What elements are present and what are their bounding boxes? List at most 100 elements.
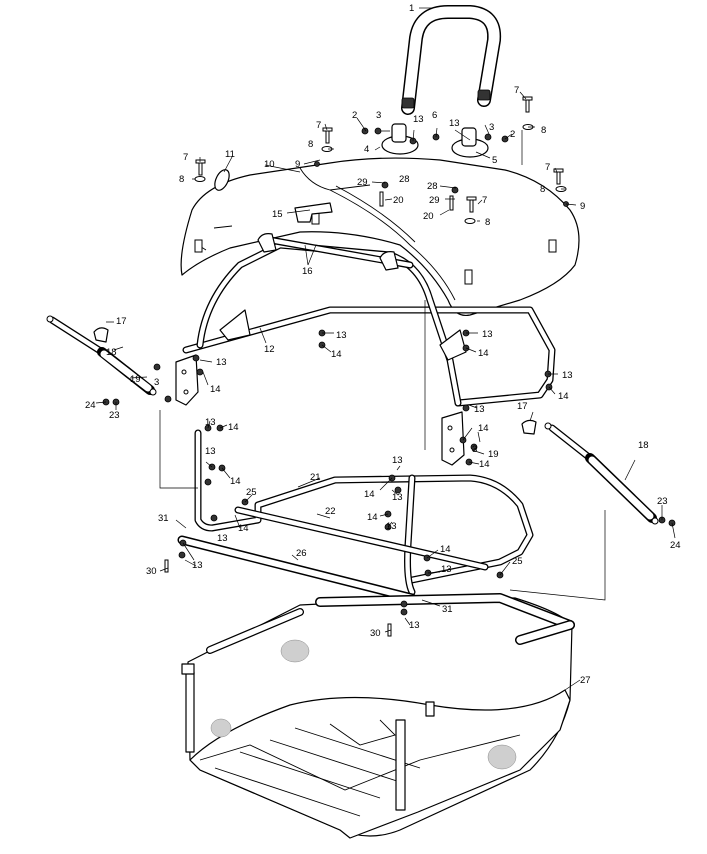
callout-13: 13 [482,329,493,340]
callout-8: 8 [308,139,313,150]
callout-13: 13 [336,330,347,341]
callout-13: 13 [409,620,420,631]
callout-13: 13 [205,446,216,457]
callout-3: 3 [376,110,381,121]
callout-11: 11 [225,149,235,160]
callout-13: 13 [392,455,403,466]
callout-13: 13 [386,521,397,532]
callout-14: 14 [440,544,451,555]
callout-13: 13 [392,492,403,503]
callout-25: 25 [512,556,523,567]
callout-14: 14 [478,348,489,359]
callout-22: 22 [325,506,336,517]
callout-7: 7 [514,85,519,96]
callout-24: 24 [85,400,96,411]
callout-14: 14 [479,459,490,470]
cover-part-10 [180,157,580,317]
callout-13: 13 [562,370,573,381]
callout-24: 24 [670,540,681,551]
callout-13: 13 [441,564,452,575]
callout-17: 17 [116,316,127,327]
callout-8: 8 [179,174,184,185]
callout-10: 10 [264,159,275,170]
cap-part-11 [214,169,230,191]
callout-13: 13 [217,533,228,544]
callout-14: 14 [478,423,489,434]
gas-strut-left-part-18 [46,315,157,396]
callout-19: 19 [130,374,141,385]
callout-2: 2 [352,110,357,121]
callout-28: 28 [427,181,438,192]
callout-30: 30 [370,628,381,639]
callout-14: 14 [331,349,342,360]
callout-3: 3 [154,377,159,388]
callout-23: 23 [109,410,120,421]
callout-3: 3 [489,122,494,133]
callout-7: 7 [316,120,321,131]
callout-21: 21 [310,472,321,483]
crossbar-part-22 [234,506,489,571]
callout-19: 19 [488,449,499,460]
callout-8: 8 [541,125,546,136]
callout-8: 8 [540,184,545,195]
callout-29: 29 [357,177,368,188]
leader-lines [95,7,676,691]
callout-17: 17 [517,401,528,412]
callout-7: 7 [482,195,487,206]
handle-part-1 [401,5,502,115]
hinge-plate-left [175,354,199,406]
callout-9: 9 [580,201,585,212]
callout-29: 29 [429,195,440,206]
callout-4: 4 [364,144,369,155]
callout-20: 20 [423,211,434,222]
hinge-plate-right [441,411,465,466]
callout-14: 14 [210,384,221,395]
callout-18: 18 [638,440,649,451]
ball-joint-left-part-17 [93,327,109,343]
callout-20: 20 [393,195,404,206]
callout-3: 3 [472,444,477,455]
callout-8: 8 [485,217,490,228]
callout-14: 14 [230,476,241,487]
callout-14: 14 [367,512,378,523]
callout-12: 12 [264,344,275,355]
callout-6: 6 [432,110,437,121]
callout-16: 16 [302,266,313,277]
callout-18: 18 [106,347,117,358]
handle-bracket-left-part-4 [381,123,419,155]
callout-28: 28 [399,174,410,185]
callout-31: 31 [158,513,169,524]
callout-13: 13 [205,417,216,428]
ball-joint-right-part-17 [521,419,537,435]
callout-13: 13 [474,404,485,415]
bracket-part-15 [294,202,333,223]
callout-14: 14 [238,523,249,534]
upper-frame-part-12 [182,233,556,407]
callout-14: 14 [364,489,375,500]
callout-27: 27 [580,675,591,686]
grass-bag-part-27 [181,593,575,839]
callout-1: 1 [409,3,414,14]
callout-30: 30 [146,566,157,577]
lower-frame-part-21 [194,429,534,596]
callout-26: 26 [296,548,307,559]
callout-13: 13 [192,560,203,571]
gas-strut-right-part-18 [544,422,659,525]
callout-2: 2 [510,129,515,140]
callout-25: 25 [246,487,257,498]
rod-part-26 [177,535,417,603]
callout-13: 13 [413,114,424,125]
callout-31: 31 [442,604,453,615]
handle-bracket-right-part-5 [451,127,489,158]
callout-13: 13 [216,357,227,368]
callout-5: 5 [492,155,497,166]
callout-7: 7 [545,162,550,173]
callout-13: 13 [449,118,460,129]
callout-23: 23 [657,496,668,507]
callout-14: 14 [558,391,569,402]
callout-labels: 1 2 3 13 6 13 3 2 7 8 7 8 4 5 9 7 8 11 1… [85,3,681,686]
callout-7: 7 [183,152,188,163]
callout-14: 14 [228,422,239,433]
callout-9: 9 [295,159,300,170]
